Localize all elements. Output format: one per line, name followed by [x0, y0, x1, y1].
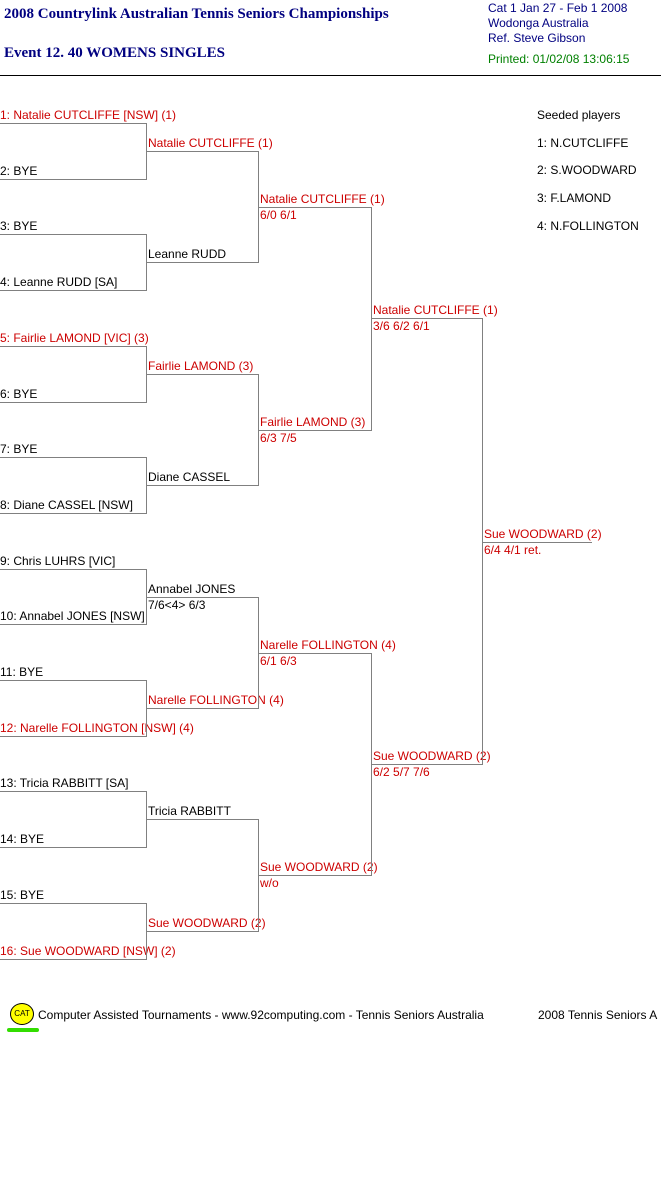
bracket-line — [0, 847, 146, 848]
player-entry: Natalie CUTCLIFFE (1) — [260, 192, 385, 206]
bracket-line — [146, 708, 258, 709]
seeded-player: 1: N.CUTCLIFFE — [537, 136, 629, 150]
bracket-line — [0, 513, 146, 514]
player-entry: 4: Leanne RUDD [SA] — [0, 275, 118, 289]
player-entry: Fairlie LAMOND (3) — [148, 359, 254, 373]
match-score: 6/0 6/1 — [260, 208, 297, 222]
bracket-line — [258, 875, 371, 876]
cat-logo-underline — [7, 1028, 39, 1032]
player-entry: 10: Annabel JONES [NSW] — [0, 609, 145, 623]
player-entry: Leanne RUDD — [148, 247, 227, 261]
seeded-player: 3: F.LAMOND — [537, 191, 612, 205]
player-entry: Sue WOODWARD (2) — [373, 749, 491, 763]
referee: Ref. Steve Gibson — [488, 31, 586, 45]
header-divider — [0, 75, 661, 76]
bracket-line — [146, 931, 258, 932]
player-entry: Annabel JONES — [148, 582, 236, 596]
player-entry: 2: BYE — [0, 164, 38, 178]
printed-timestamp: Printed: 01/02/08 13:06:15 — [488, 52, 630, 66]
bracket-line — [0, 569, 146, 570]
bracket-line — [0, 123, 146, 124]
bracket-line — [0, 179, 146, 180]
location: Wodonga Australia — [488, 16, 589, 30]
final-score: 6/4 4/1 ret. — [484, 543, 542, 557]
player-entry: Narelle FOLLINGTON (4) — [148, 693, 284, 707]
bracket-line — [146, 597, 258, 598]
player-entry: 12: Narelle FOLLINGTON [NSW] (4) — [0, 721, 194, 735]
player-entry: Narelle FOLLINGTON (4) — [260, 638, 396, 652]
cat-dates: Cat 1 Jan 27 - Feb 1 2008 — [488, 1, 628, 15]
seeded-player: 2: S.WOODWARD — [537, 163, 637, 177]
bracket-connector — [482, 318, 483, 765]
bracket-connector — [371, 207, 372, 431]
bracket-line — [146, 374, 258, 375]
bracket-line — [0, 402, 146, 403]
player-entry: 1: Natalie CUTCLIFFE [NSW] (1) — [0, 108, 177, 122]
bracket-line — [258, 207, 371, 208]
player-entry: Sue WOODWARD (2) — [148, 916, 266, 930]
bracket-line — [0, 290, 146, 291]
match-score: 6/2 5/7 7/6 — [373, 765, 430, 779]
player-entry: 5: Fairlie LAMOND [VIC] (3) — [0, 331, 149, 345]
player-entry: Diane CASSEL — [148, 470, 231, 484]
event-title: Event 12. 40 WOMENS SINGLES — [4, 45, 226, 61]
bracket-line — [146, 819, 258, 820]
player-entry: 7: BYE — [0, 442, 38, 456]
cat-logo-icon: CAT — [10, 1003, 34, 1025]
bracket-line — [0, 736, 146, 737]
bracket-line — [146, 485, 258, 486]
bracket-line — [0, 346, 146, 347]
bracket-line — [0, 791, 146, 792]
bracket-line — [482, 542, 592, 543]
player-entry: 11: BYE — [0, 665, 44, 679]
bracket-line — [371, 318, 482, 319]
bracket-line — [0, 624, 146, 625]
player-entry: 3: BYE — [0, 219, 38, 233]
bracket-line — [146, 151, 258, 152]
player-entry: 14: BYE — [0, 832, 45, 846]
footer-text: Computer Assisted Tournaments - www.92co… — [38, 1008, 484, 1022]
player-entry: Fairlie LAMOND (3) — [260, 415, 366, 429]
bracket-line — [0, 959, 146, 960]
footer-right-text: 2008 Tennis Seniors A — [538, 1008, 658, 1022]
player-entry: 16: Sue WOODWARD [NSW] (2) — [0, 944, 176, 958]
player-entry: Natalie CUTCLIFFE (1) — [148, 136, 273, 150]
draw-bracket: 1: Natalie CUTCLIFFE [NSW] (1) 2: BYE 3: B… — [0, 108, 602, 960]
player-entry: 13: Tricia RABBITT [SA] — [0, 776, 129, 790]
player-entry: Tricia RABBITT — [148, 804, 231, 818]
bracket-line — [258, 430, 371, 431]
seeded-player: 4: N.FOLLINGTON — [537, 219, 639, 233]
match-score: w/o — [260, 876, 279, 890]
match-score: 3/6 6/2 6/1 — [373, 319, 430, 333]
player-entry: 9: Chris LUHRS [VIC] — [0, 554, 116, 568]
seeded-heading: Seeded players — [537, 108, 621, 122]
player-entry: 6: BYE — [0, 387, 38, 401]
bracket-line — [371, 764, 482, 765]
match-score: 6/3 7/5 — [260, 431, 297, 445]
bracket-line — [146, 262, 258, 263]
player-entry: Sue WOODWARD (2) — [260, 860, 378, 874]
player-entry: Natalie CUTCLIFFE (1) — [373, 303, 498, 317]
match-score: 6/1 6/3 — [260, 654, 297, 668]
champion-entry: Sue WOODWARD (2) — [484, 527, 602, 541]
bracket-line — [0, 457, 146, 458]
player-entry: 15: BYE — [0, 888, 45, 902]
match-score: 7/6<4> 6/3 — [148, 598, 206, 612]
bracket-line — [0, 680, 146, 681]
tournament-title: 2008 Countrylink Australian Tennis Senio… — [4, 6, 389, 22]
bracket-line — [258, 653, 371, 654]
bracket-line — [0, 903, 146, 904]
player-entry: 8: Diane CASSEL [NSW] — [0, 498, 133, 512]
bracket-line — [0, 234, 146, 235]
